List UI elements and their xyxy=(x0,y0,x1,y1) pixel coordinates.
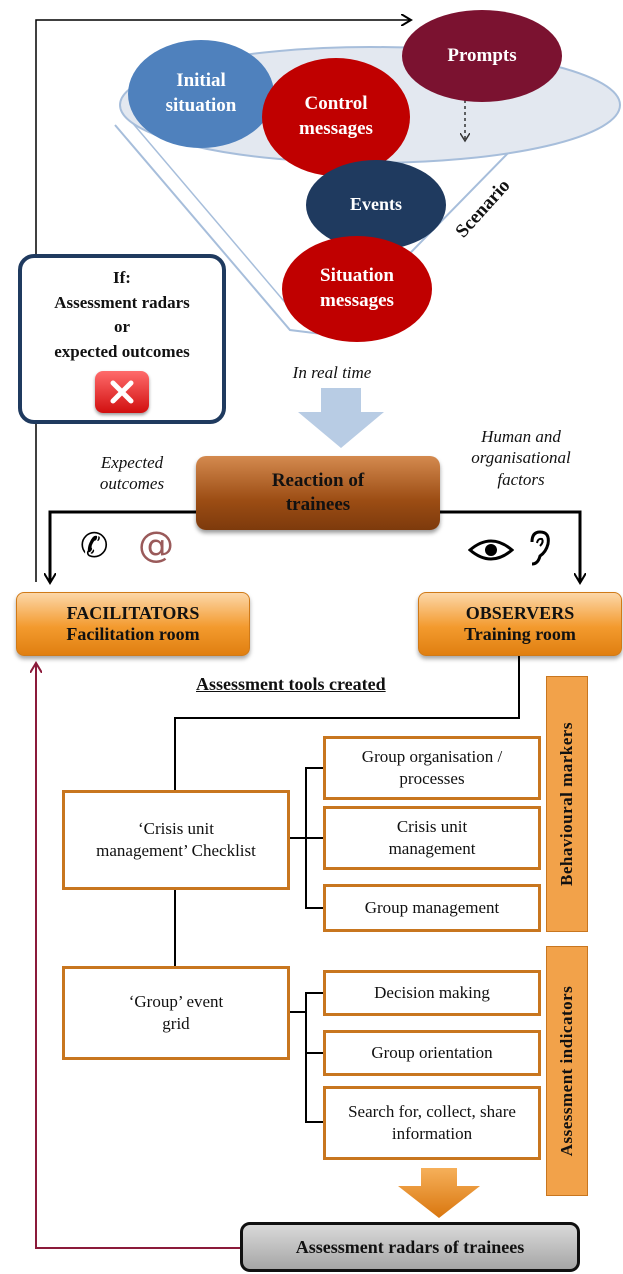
observers-title: OBSERVERS xyxy=(465,603,575,624)
behavioural-markers-label: Behavioural markers xyxy=(557,722,576,886)
red-x-icon xyxy=(95,370,149,413)
prompts-label: Prompts xyxy=(447,44,517,66)
feedback-loop-arrow xyxy=(36,664,240,1249)
situation-messages-ellipse: Situation messages xyxy=(282,236,432,342)
if-box: If: Assessment radars or expected outcom… xyxy=(18,254,226,424)
observers-room: Training room xyxy=(464,624,576,644)
behavioural-item-2: Crisis unit management xyxy=(323,806,541,870)
reaction-label-2: trainees xyxy=(285,494,351,515)
assessment-indicators-label: Assessment indicators xyxy=(557,985,576,1157)
expected-outcomes-label: Expected outcomes xyxy=(99,453,165,494)
assessment-indicators-bar: Assessment indicators xyxy=(546,946,588,1196)
funnel-outline xyxy=(114,99,561,337)
indicator-item-3: Search for, collect, share information xyxy=(323,1086,541,1160)
facilitators-room: Facilitation room xyxy=(66,624,200,644)
tools-title: Assessment tools created xyxy=(196,674,386,694)
down-arrow-icon xyxy=(298,388,384,448)
if-line-3: or xyxy=(113,317,131,337)
behavioural-item-1: Group organisation / processes xyxy=(323,736,541,800)
behavioural-item-3: Group management xyxy=(323,884,541,932)
in-real-time-label: In real time xyxy=(292,363,372,382)
events-label: Events xyxy=(349,194,402,215)
ear-icon xyxy=(530,530,550,566)
initial-situation-label: Initial situation xyxy=(165,70,237,116)
reaction-box: Reaction of trainees xyxy=(196,456,440,530)
initial-situation-ellipse: Initial situation xyxy=(128,40,274,148)
event-grid-box: ‘Group’ event grid xyxy=(62,966,290,1060)
events-ellipse: Events xyxy=(306,160,446,250)
indicator-item-1: Decision making xyxy=(323,970,541,1016)
control-messages-label: Control messages xyxy=(299,93,373,139)
facilitators-button: FACILITATORS Facilitation room xyxy=(16,592,250,656)
right-split-arrow xyxy=(440,510,580,582)
control-messages-ellipse: Control messages xyxy=(262,58,410,176)
if-line-1: If: xyxy=(113,268,131,287)
if-line-4: expected outcomes xyxy=(54,341,190,361)
checklist-box: ‘Crisis unit management’ Checklist xyxy=(62,790,290,890)
facilitators-title: FACILITATORS xyxy=(66,603,200,624)
observers-button: OBSERVERS Training room xyxy=(418,592,622,656)
at-sign-icon: @ xyxy=(138,525,174,566)
phone-icon: ✆ xyxy=(80,528,109,565)
human-factors-label: Human and organisational factors xyxy=(471,427,571,489)
left-split-arrow xyxy=(50,510,196,582)
if-line-2: Assessment radars xyxy=(54,292,190,312)
indicator-item-2: Group orientation xyxy=(323,1030,541,1076)
reaction-label-1: Reaction of xyxy=(271,470,365,492)
situation-messages-label: Situation messages xyxy=(320,265,394,311)
behavioural-markers-bar: Behavioural markers xyxy=(546,676,588,932)
orange-down-arrow-icon xyxy=(398,1168,480,1218)
prompts-ellipse: Prompts xyxy=(402,10,562,102)
eye-icon xyxy=(468,539,514,561)
radars-box: Assessment radars of trainees xyxy=(240,1222,580,1272)
